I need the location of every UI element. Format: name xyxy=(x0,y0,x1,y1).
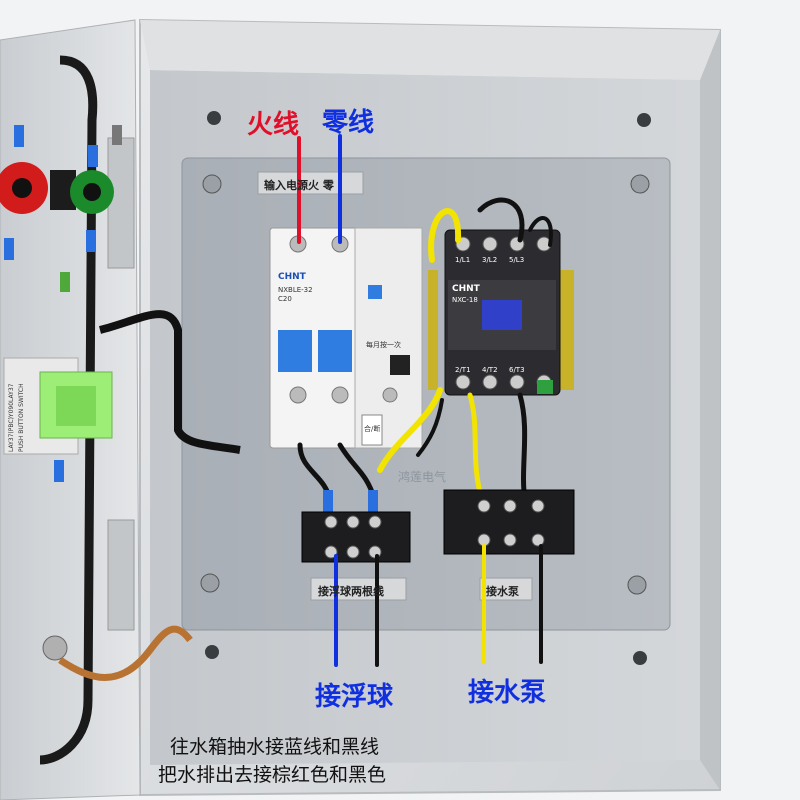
circuit-breaker xyxy=(269,227,423,449)
caption-line-2: 把水排出去接棕红色和黑色 xyxy=(158,764,387,786)
breaker-brand: CHNT xyxy=(278,272,306,282)
breaker-model: NXBLE-32 xyxy=(278,286,313,294)
contactor-top-terminal-1: 1/L1 xyxy=(455,256,471,264)
mounting-plate xyxy=(181,157,671,631)
live-wire-label: 火线 xyxy=(247,110,300,140)
contactor-top-terminal-3: 5/L3 xyxy=(509,256,525,264)
switch-text: PUSH BUTTON SWITCH xyxy=(18,383,25,452)
terminal-block-pump xyxy=(443,489,575,555)
contactor-bottom-terminal-2: 4/T2 xyxy=(482,366,498,374)
harness-cable xyxy=(99,310,241,454)
water-pump-label: 接水泵 xyxy=(468,678,547,708)
input-power-plate-label: 输入电源火 零 xyxy=(264,179,334,192)
contactor-top-terminal-2: 3/L2 xyxy=(482,256,498,264)
internal-wires xyxy=(297,197,553,503)
caption-line-1: 往水箱抽水接蓝线和黑线 xyxy=(170,736,380,758)
neutral-wire-label: 零线 xyxy=(322,108,375,138)
contactor xyxy=(444,229,561,396)
contactor-bottom-terminal-3: 6/T3 xyxy=(509,366,525,374)
annotation-lines xyxy=(297,134,543,667)
breaker-test-text: 每月按一次 xyxy=(366,341,401,349)
cabinet-door xyxy=(0,19,193,800)
float-terminal-plate-label: 接浮球两根线 xyxy=(318,585,384,598)
contactor-model: NXC-18 xyxy=(452,296,478,304)
watermark-text: 鸿莲电气 xyxy=(398,470,447,484)
contactor-bottom-terminal-1: 2/T1 xyxy=(455,366,471,374)
pump-terminal-plate-label: 接水泵 xyxy=(486,585,519,598)
float-ball-label: 接浮球 xyxy=(315,682,394,712)
contactor-brand: CHNT xyxy=(452,284,480,294)
breaker-side-label: 合/断 xyxy=(364,425,381,433)
breaker-rating: C20 xyxy=(278,295,292,303)
terminal-block-float xyxy=(301,511,411,563)
switch-model-text: LAY37(PBC)Y090LAY37 xyxy=(8,383,15,452)
